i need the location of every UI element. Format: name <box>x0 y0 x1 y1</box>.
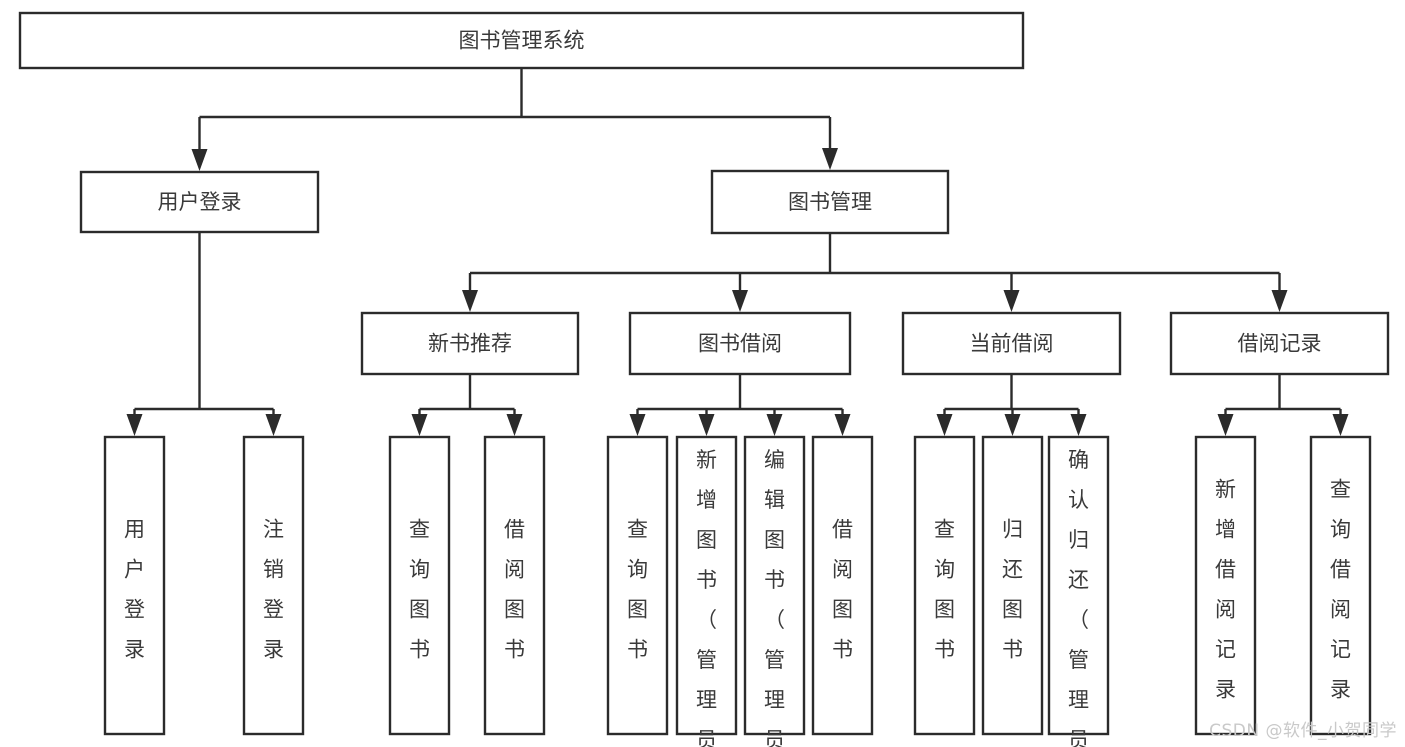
arrow-head-icon <box>1332 414 1349 436</box>
connector-layer <box>126 68 1349 436</box>
arrow-head-icon <box>698 414 715 436</box>
node-label: 查询图书 <box>934 518 955 662</box>
node-box <box>811 435 874 736</box>
node-box <box>79 170 320 234</box>
arrow-head-icon <box>1271 290 1288 312</box>
node-box <box>743 435 806 736</box>
node-leaf-10[interactable]: 确认归还（管理员） <box>1047 435 1110 747</box>
arrow-head-icon <box>506 414 523 436</box>
node-box <box>710 169 950 235</box>
node-l2-3[interactable]: 借阅记录 <box>1169 311 1390 376</box>
node-leaf-0[interactable]: 用户登录 <box>103 435 166 736</box>
node-l1-0[interactable]: 用户登录 <box>79 170 320 234</box>
node-box <box>18 11 1025 70</box>
arrow-head-icon <box>822 148 838 170</box>
arrow-head-icon <box>834 414 851 436</box>
node-box <box>242 435 305 736</box>
node-leaf-5[interactable]: 新增图书（管理员） <box>675 435 738 747</box>
arrow-head-icon <box>1217 414 1234 436</box>
node-box <box>981 435 1044 736</box>
node-box <box>1194 435 1257 736</box>
node-layer: 图书管理系统用户登录图书管理新书推荐图书借阅当前借阅借阅记录用户登录注销登录查询… <box>18 11 1390 747</box>
node-box <box>628 311 852 376</box>
node-l2-1[interactable]: 图书借阅 <box>628 311 852 376</box>
node-label: 借阅图书 <box>504 518 525 662</box>
node-label: 新增借阅记录 <box>1215 478 1236 702</box>
node-leaf-11[interactable]: 新增借阅记录 <box>1194 435 1257 736</box>
node-box <box>675 435 738 736</box>
node-label: 用户登录 <box>124 518 145 662</box>
node-label: 图书管理系统 <box>459 29 585 53</box>
node-leaf-8[interactable]: 查询图书 <box>913 435 976 736</box>
arrow-head-icon <box>462 290 478 312</box>
arrow-head-icon <box>126 414 143 436</box>
node-label: 归还图书 <box>1002 518 1023 662</box>
node-label: 用户登录 <box>158 190 242 214</box>
arrow-head-icon <box>191 149 208 171</box>
node-leaf-1[interactable]: 注销登录 <box>242 435 305 736</box>
arrow-head-icon <box>1004 414 1021 436</box>
arrow-head-icon <box>936 414 953 436</box>
node-label: 编辑图书（管理员） <box>764 448 785 747</box>
node-label: 查询图书 <box>409 518 430 662</box>
node-box <box>606 435 669 736</box>
arrow-head-icon <box>766 414 783 436</box>
node-label: 借阅图书 <box>832 518 853 662</box>
node-leaf-6[interactable]: 编辑图书（管理员） <box>743 435 806 747</box>
node-label: 新书推荐 <box>428 332 512 356</box>
node-box <box>913 435 976 736</box>
node-label: 当前借阅 <box>970 332 1054 356</box>
arrow-head-icon <box>629 414 646 436</box>
node-l2-2[interactable]: 当前借阅 <box>901 311 1122 376</box>
node-box <box>103 435 166 736</box>
node-label: 图书借阅 <box>698 332 782 356</box>
arrow-head-icon <box>1003 290 1020 312</box>
node-box <box>1309 435 1372 736</box>
node-label: 图书管理 <box>788 190 872 214</box>
arrow-head-icon <box>411 414 428 436</box>
node-label: 查询借阅记录 <box>1330 478 1351 702</box>
arrow-head-icon <box>732 290 748 312</box>
node-label: 注销登录 <box>263 518 284 662</box>
watermark-label: CSDN @软件_小贺同学 <box>1209 721 1397 741</box>
node-leaf-3[interactable]: 借阅图书 <box>483 435 546 736</box>
arrow-head-icon <box>265 414 282 436</box>
node-box <box>483 435 546 736</box>
node-box <box>388 435 451 736</box>
node-label: 确认归还（管理员） <box>1068 448 1089 747</box>
node-box <box>901 311 1122 376</box>
node-label: 新增图书（管理员） <box>696 448 717 747</box>
node-box <box>360 311 580 376</box>
node-label: 借阅记录 <box>1238 332 1322 356</box>
node-l1-1[interactable]: 图书管理 <box>710 169 950 235</box>
arrow-head-icon <box>1070 414 1087 436</box>
node-box <box>1047 435 1110 736</box>
node-l2-0[interactable]: 新书推荐 <box>360 311 580 376</box>
node-leaf-4[interactable]: 查询图书 <box>606 435 669 736</box>
node-leaf-12[interactable]: 查询借阅记录 <box>1309 435 1372 736</box>
node-leaf-2[interactable]: 查询图书 <box>388 435 451 736</box>
node-box <box>1169 311 1390 376</box>
node-label: 查询图书 <box>627 518 648 662</box>
node-leaf-9[interactable]: 归还图书 <box>981 435 1044 736</box>
node-root-0[interactable]: 图书管理系统 <box>18 11 1025 70</box>
node-leaf-7[interactable]: 借阅图书 <box>811 435 874 736</box>
